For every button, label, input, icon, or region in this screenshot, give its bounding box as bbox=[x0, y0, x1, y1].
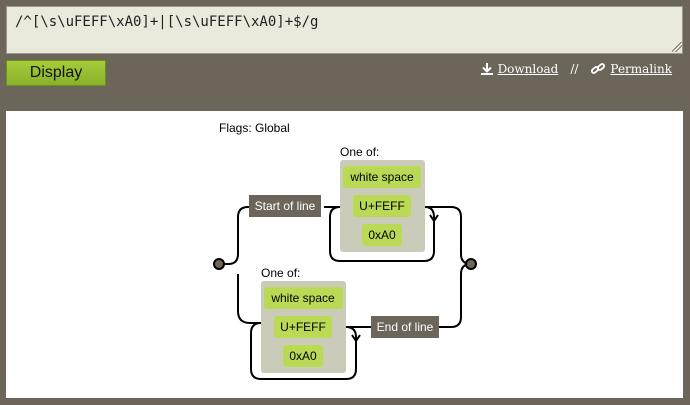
regex-input[interactable]: /^[\s\uFEFF\xA0]+|[\s\uFEFF\xA0]+$/g bbox=[6, 6, 683, 54]
start-of-line-label: Start of line bbox=[255, 199, 316, 213]
separator: // bbox=[570, 62, 579, 76]
literal-box bbox=[353, 195, 411, 217]
link-icon bbox=[591, 63, 606, 74]
literal-label: 0xA0 bbox=[289, 349, 317, 363]
literal-box bbox=[362, 224, 402, 246]
literal-label: U+FEFF bbox=[359, 199, 405, 213]
literal-box bbox=[264, 287, 343, 309]
download-link[interactable]: Download bbox=[497, 62, 559, 76]
start-of-line-box bbox=[249, 195, 321, 217]
literal-label: white space bbox=[349, 170, 414, 184]
literal-box bbox=[343, 166, 421, 188]
literal-label: 0xA0 bbox=[368, 228, 396, 242]
end-of-line-label: End of line bbox=[377, 320, 434, 334]
resize-handle[interactable] bbox=[672, 42, 682, 52]
one-of-label-2: One of: bbox=[261, 266, 300, 280]
export-actions: Download // Permalink bbox=[480, 62, 672, 76]
permalink-link[interactable]: Permalink bbox=[610, 62, 672, 76]
railroad-diagram: Flags: Global Start of line One of: bbox=[6, 111, 683, 398]
display-button[interactable]: Display bbox=[6, 60, 106, 86]
literal-box bbox=[274, 316, 332, 338]
start-node bbox=[213, 258, 225, 270]
literal-label: U+FEFF bbox=[280, 320, 326, 334]
end-node bbox=[465, 258, 477, 270]
flags-label: Flags: Global bbox=[219, 121, 290, 135]
literal-box bbox=[283, 345, 323, 367]
download-icon bbox=[480, 63, 493, 75]
one-of-label-1: One of: bbox=[340, 145, 379, 159]
literal-label: white space bbox=[270, 291, 335, 305]
end-of-line-box bbox=[371, 316, 439, 338]
